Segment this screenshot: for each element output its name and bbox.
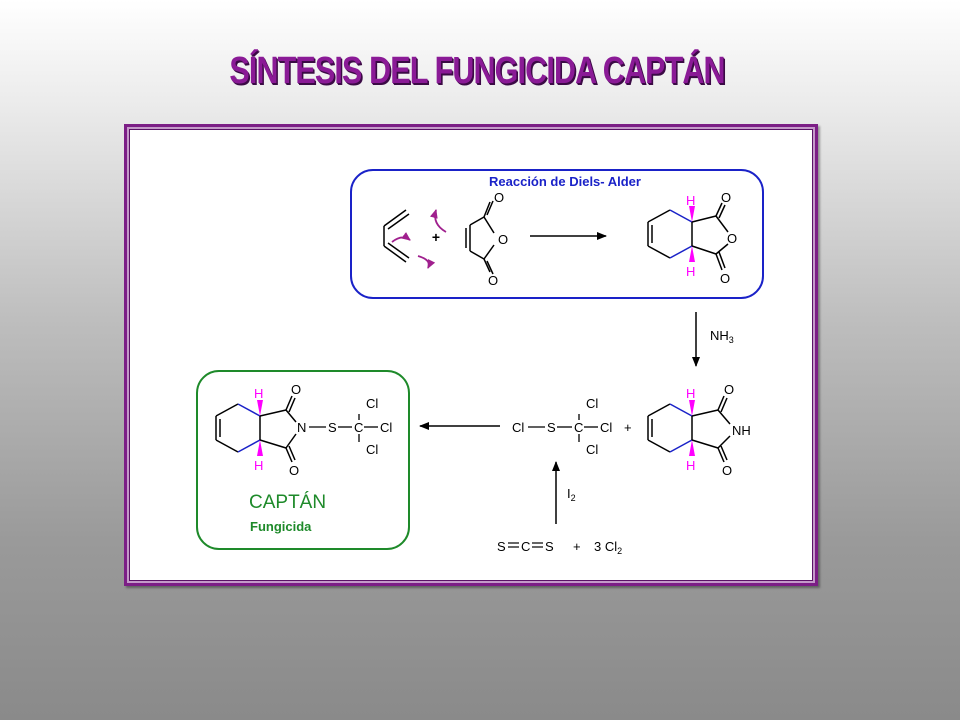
hydrogen-label: H: [686, 193, 695, 208]
scheme-panel: [129, 129, 813, 581]
svg-text:C: C: [521, 539, 530, 554]
chlorine-label: Cl: [366, 442, 378, 457]
trichloromethanesulfenyl-chloride: Cl S C Cl Cl Cl: [512, 396, 612, 457]
chlorine-label: Cl: [380, 420, 392, 435]
nitrogen-label: N: [297, 420, 306, 435]
captan-subtitle: Fungicida: [250, 519, 312, 534]
svg-text:S: S: [497, 539, 506, 554]
starting-materials: S C S + 3 Cl2: [497, 539, 622, 556]
curved-arrow-icon: [417, 255, 436, 269]
plus-sign: +: [624, 420, 632, 435]
hydrogen-label: H: [686, 386, 695, 401]
captan-box: [196, 370, 410, 550]
oxygen-label: O: [721, 190, 731, 205]
wedge-bond: [689, 400, 695, 416]
iodine-label: I2: [567, 486, 576, 503]
hydrogen-label: H: [254, 386, 263, 401]
wedge-bond: [689, 440, 695, 456]
svg-text:+: +: [573, 539, 581, 554]
oxygen-label: O: [488, 273, 498, 288]
captan-name: CAPTÁN: [249, 492, 326, 513]
svg-text:Cl: Cl: [600, 420, 612, 435]
oxygen-label: O: [724, 382, 734, 397]
svg-text:S: S: [545, 539, 554, 554]
butadiene: [383, 209, 410, 263]
tetrahydrophthalimide: [647, 395, 731, 463]
oxygen-label: O: [289, 463, 299, 478]
curved-arrow-icon: [391, 232, 411, 243]
page-title: SÍNTESIS DEL FUNGICIDA CAPTÁN: [229, 50, 725, 92]
oxygen-label: O: [498, 232, 508, 247]
chlorine-label: Cl: [366, 396, 378, 411]
ammonia-label: NH3: [710, 328, 734, 345]
hydrogen-label: H: [686, 264, 695, 279]
oxygen-label: O: [727, 231, 737, 246]
oxygen-label: O: [722, 463, 732, 478]
svg-text:S: S: [547, 420, 556, 435]
svg-text:C: C: [574, 420, 583, 435]
wedge-bond: [689, 206, 695, 222]
svg-text:3 Cl2: 3 Cl2: [594, 539, 622, 556]
curved-arrow-icon: [429, 209, 447, 233]
svg-text:Cl: Cl: [586, 442, 598, 457]
hydrogen-label: H: [254, 458, 263, 473]
plus-sign: +: [432, 229, 440, 245]
oxygen-label: O: [291, 382, 301, 397]
wedge-bond: [689, 246, 695, 262]
wedge-bond: [257, 440, 263, 456]
scheme-frame: [124, 124, 818, 586]
diels-alder-adduct: [647, 202, 729, 271]
hydrogen-label: H: [686, 458, 695, 473]
svg-text:Cl: Cl: [586, 396, 598, 411]
captan-structure: [215, 395, 297, 463]
oxygen-label: O: [720, 271, 730, 286]
sulfur-label: S: [328, 420, 337, 435]
wedge-bond: [257, 400, 263, 416]
oxygen-label: O: [494, 190, 504, 205]
diels-alder-box: [350, 169, 764, 299]
diels-alder-label: Reacción de Diels- Alder: [489, 174, 641, 189]
svg-text:Cl: Cl: [512, 420, 524, 435]
carbon-label: C: [354, 420, 363, 435]
maleic-anhydride: [465, 200, 495, 275]
imide-nh-label: NH: [732, 423, 751, 438]
